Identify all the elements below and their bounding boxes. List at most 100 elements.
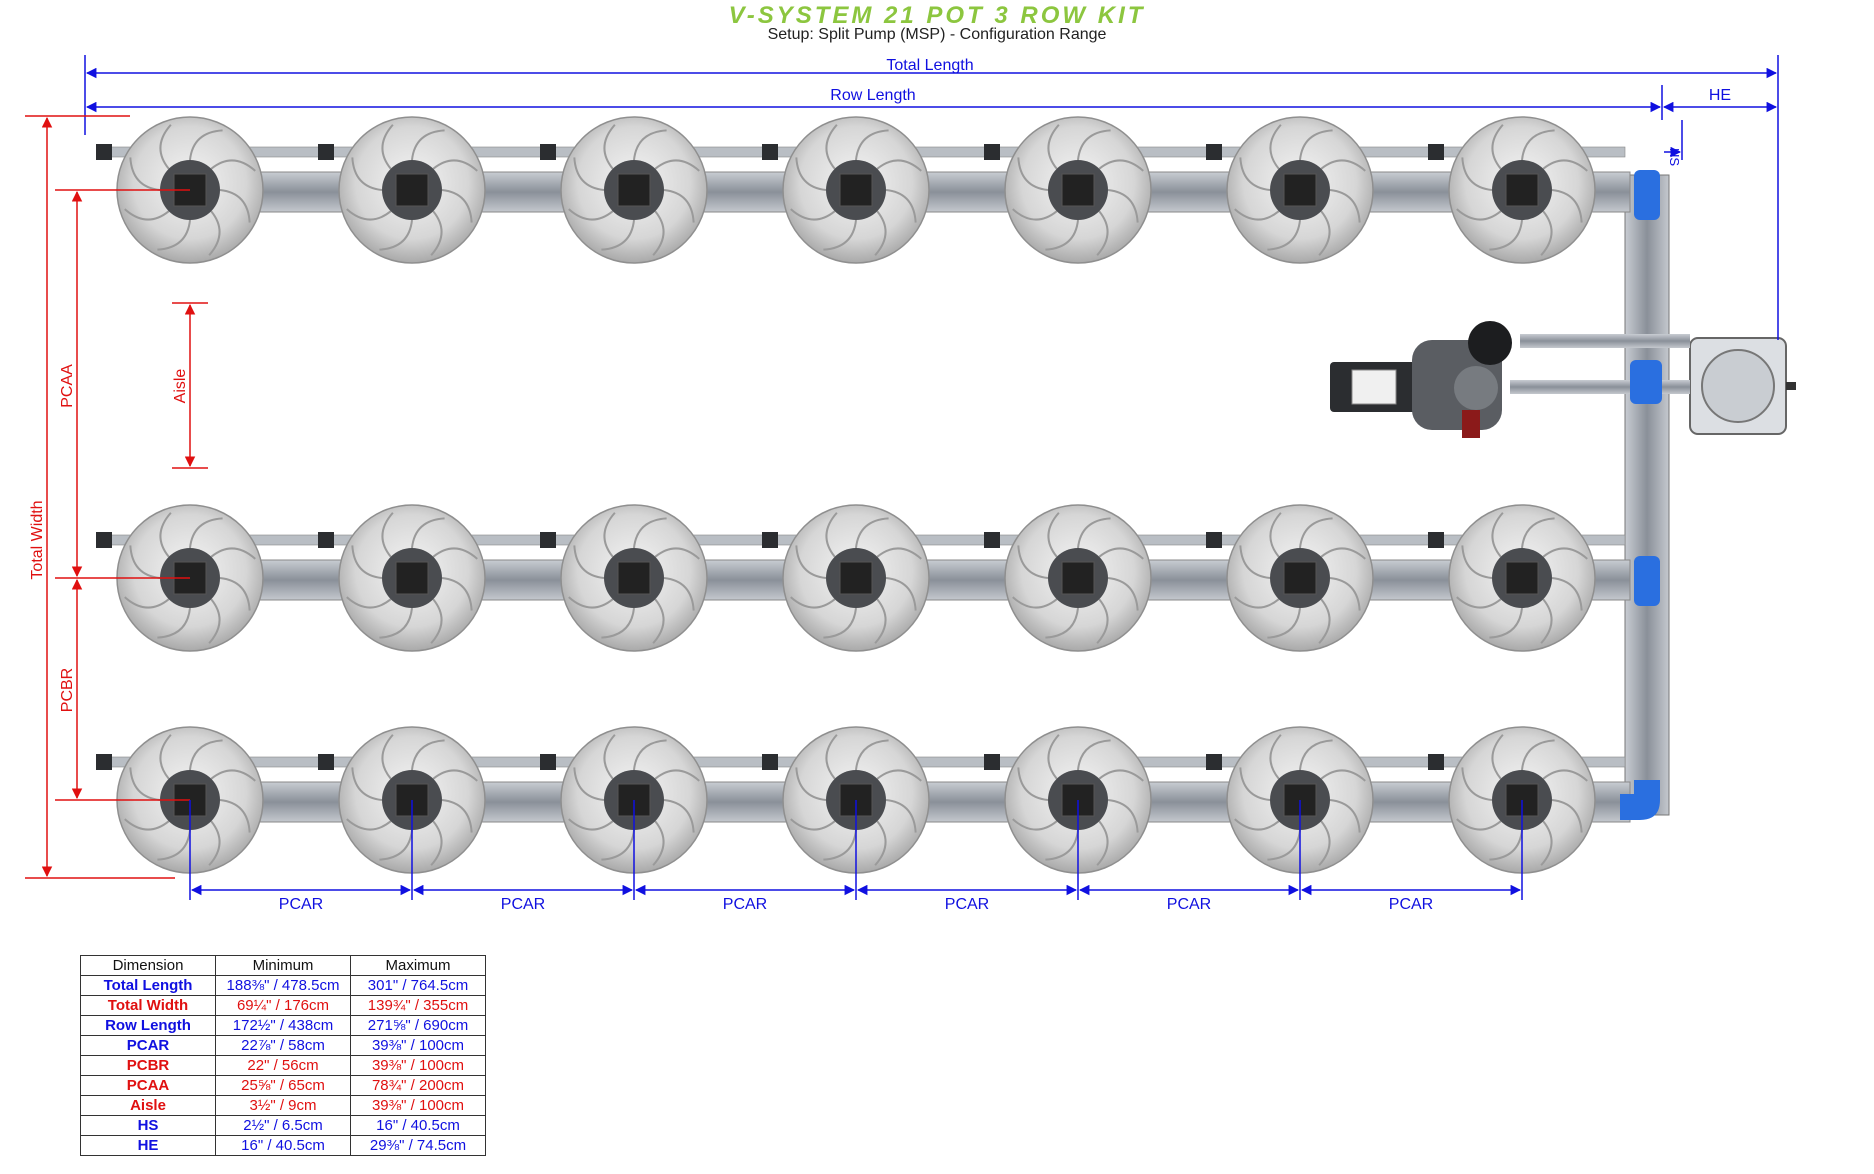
table-cell-min: 172½" / 438cm: [215, 1015, 351, 1036]
pot: [1428, 116, 1596, 264]
pot-swirl: [1491, 512, 1504, 558]
pot: [984, 116, 1152, 264]
pot-swirl: [208, 210, 221, 256]
pot-swirl: [633, 129, 667, 161]
pot: [1428, 504, 1596, 652]
table-header-dimension: Dimension: [80, 955, 216, 976]
pot-swirl: [219, 577, 251, 611]
pot-swirl: [189, 739, 223, 771]
pot-swirl: [1542, 769, 1588, 782]
pot-swirl: [1047, 124, 1060, 170]
pump-equipment: [1330, 170, 1796, 820]
pot: [540, 726, 708, 874]
dimension-table: Dimension Minimum Maximum Total Length 1…: [80, 955, 486, 1156]
pot-swirl: [795, 157, 827, 191]
pot-swirl: [663, 189, 695, 223]
pot-swirl: [208, 598, 221, 644]
tank-outlet: [1786, 382, 1796, 390]
table-cell-max: 301" / 764.5cm: [350, 975, 486, 996]
pot-swirl: [1047, 512, 1060, 558]
pot-swirl: [876, 159, 922, 172]
pot-swirl: [1096, 210, 1109, 256]
pot-drain-grid: [617, 173, 651, 207]
pot-swirl: [1012, 596, 1058, 609]
pot-swirl: [210, 769, 256, 782]
pot-swirl: [603, 734, 616, 780]
pot-valve: [318, 532, 334, 548]
pot-swirl: [1320, 547, 1366, 560]
pot-swirl: [219, 189, 251, 223]
pot-drain-grid: [839, 561, 873, 595]
pot-swirl: [855, 129, 889, 161]
pot-swirl: [654, 769, 700, 782]
table-cell-min: 22" / 56cm: [215, 1055, 351, 1076]
pot-swirl: [157, 829, 191, 861]
table-cell-min: 3½" / 9cm: [215, 1095, 351, 1116]
pot-valve: [1428, 144, 1444, 160]
table-row: Total Length 188⅜" / 478.5cm 301" / 764.…: [80, 975, 486, 996]
pot-swirl: [885, 799, 917, 833]
pot-swirl: [654, 159, 700, 172]
pot-drain-grid: [1505, 173, 1539, 207]
table-cell-min: 2½" / 6.5cm: [215, 1115, 351, 1136]
pot-swirl: [351, 545, 383, 579]
pot-drain-grid: [617, 561, 651, 595]
pot-swirl: [603, 512, 616, 558]
pot-swirl: [1521, 129, 1555, 161]
pot-swirl: [1077, 739, 1111, 771]
pot-swirl: [219, 799, 251, 833]
pot-swirl: [1107, 577, 1139, 611]
pump-motor-grille: [1351, 369, 1397, 405]
pot-swirl: [1269, 124, 1282, 170]
pot-swirl: [1107, 189, 1139, 223]
pot-swirl: [1320, 769, 1366, 782]
table-cell-min: 69¼" / 176cm: [215, 995, 351, 1016]
pot-swirl: [825, 734, 838, 780]
pot-swirl: [568, 818, 614, 831]
pot-swirl: [1540, 598, 1553, 644]
pot-swirl: [1017, 157, 1049, 191]
pot-swirl: [1540, 210, 1553, 256]
pot-valve: [318, 754, 334, 770]
pot-swirl: [411, 129, 445, 161]
pot-swirl: [1234, 208, 1280, 221]
pot-swirl: [346, 818, 392, 831]
pot-swirl: [208, 820, 221, 866]
pot-swirl: [379, 219, 413, 251]
pot-swirl: [823, 219, 857, 251]
table-header-maximum: Maximum: [350, 955, 486, 976]
manifold-tee-middle: [1634, 556, 1660, 606]
pot-swirl: [601, 607, 635, 639]
pot-swirl: [411, 739, 445, 771]
manifold-elbow-bottom: [1620, 780, 1660, 820]
total-width-label: Total Width: [29, 500, 46, 579]
pot-swirl: [1045, 829, 1079, 861]
pot-swirl: [1267, 219, 1301, 251]
table-cell-min: 188⅜" / 478.5cm: [215, 975, 351, 996]
pot-valve: [984, 754, 1000, 770]
pot-swirl: [885, 189, 917, 223]
pot-swirl: [1318, 210, 1331, 256]
pot: [540, 116, 708, 264]
table-cell-min: 25⅝" / 65cm: [215, 1075, 351, 1096]
total-length-label: Total Length: [886, 57, 973, 74]
pot-valve: [96, 532, 112, 548]
pot-swirl: [1269, 734, 1282, 780]
pot-drain-grid: [1283, 173, 1317, 207]
pot-swirl: [855, 517, 889, 549]
pot-swirl: [430, 210, 443, 256]
he-label: HE: [1709, 87, 1731, 104]
table-cell-dimension: Total Length: [80, 975, 216, 996]
pot-swirl: [1540, 820, 1553, 866]
pot-swirl: [790, 208, 836, 221]
pot-swirl: [1461, 157, 1493, 191]
pot-swirl: [1239, 545, 1271, 579]
pot-swirl: [876, 769, 922, 782]
control-tank-lid: [1701, 349, 1775, 423]
dimension-lines: Total Length Row Length HE HS Total Widt…: [25, 55, 1779, 913]
pot-swirl: [430, 820, 443, 866]
table-cell-dimension: HS: [80, 1115, 216, 1136]
pot-swirl: [633, 739, 667, 771]
pot-swirl: [351, 767, 383, 801]
table-cell-max: 39⅜" / 100cm: [350, 1035, 486, 1056]
